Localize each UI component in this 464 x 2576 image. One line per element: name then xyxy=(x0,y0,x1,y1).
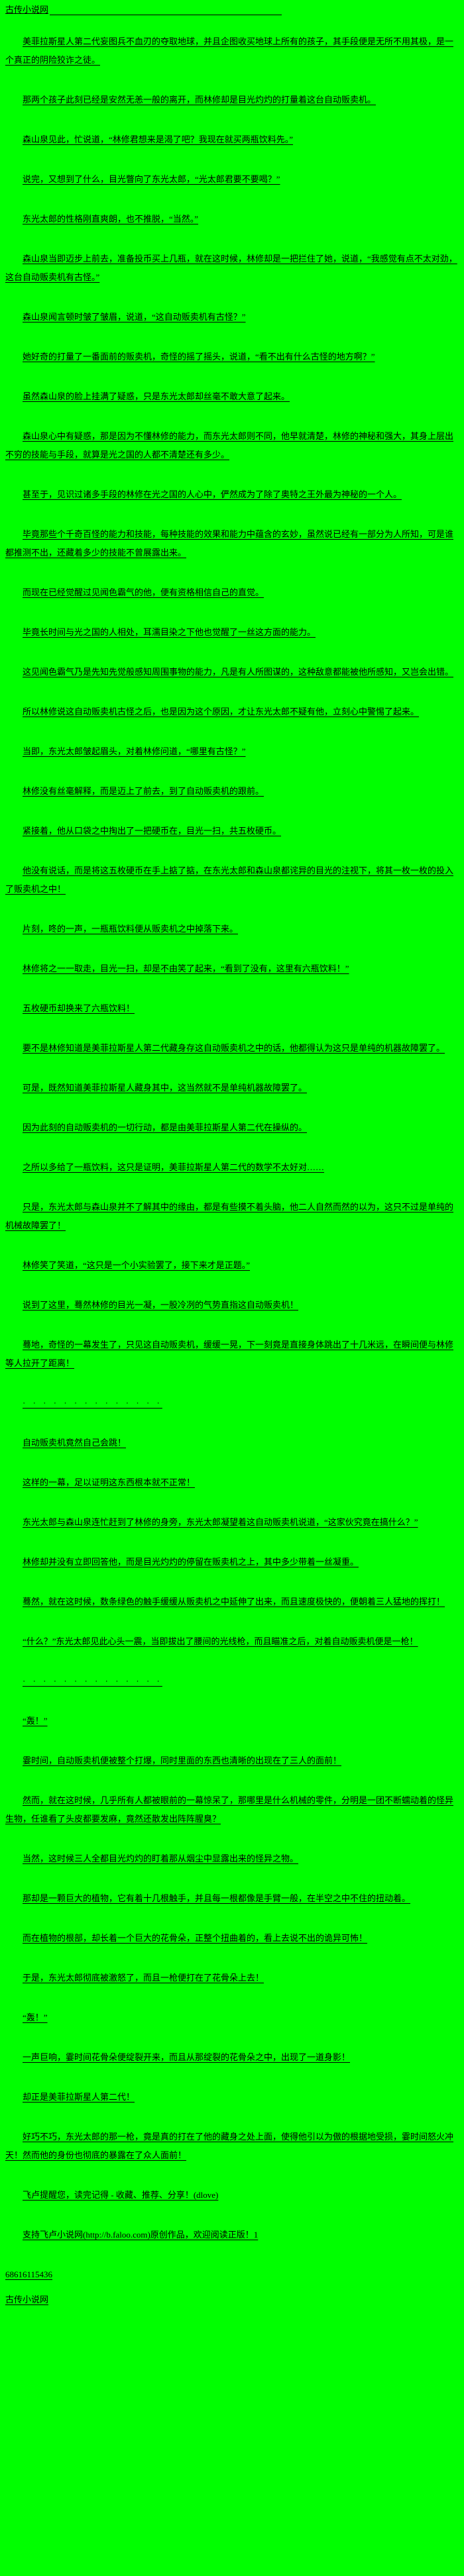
paragraph: 说到了这里，蓦然林修的目光一凝，一股冷冽的气势直指这自动贩卖机！ xyxy=(23,1300,299,1310)
site-name-top[interactable]: 古传小说网 xyxy=(5,5,49,15)
header-underline xyxy=(50,5,282,15)
paragraph: 当然，这时候三人全都目光灼灼的盯着那从烟尘中显露出来的怪异之物。 xyxy=(23,1854,299,1863)
paragraph: 只是，东光太郎与森山泉并不了解其中的缘由，都是有些摸不着头脑，他二人自然而然的以… xyxy=(5,1202,454,1230)
page-footer: 飞卢提醒您，读完记得 - 收藏、推荐、分享！(dlove) 支持飞卢小说网(ht… xyxy=(5,2186,459,2309)
paragraph: “轰！” xyxy=(23,1716,48,1726)
paragraph: 于是，东光太郎彻底被激怒了，而且一枪便打在了花骨朵上去！ xyxy=(23,1973,264,1983)
paragraph: 美菲拉斯星人第二代妄图兵不血刃的夺取地球，并且企图收买地球上所有的孩子，其手段便… xyxy=(5,36,454,65)
site-name-bottom[interactable]: 古传小说网 xyxy=(5,2295,49,2304)
paragraph: 五枚硬币却换来了六瓶饮料！ xyxy=(23,1003,135,1013)
paragraph: 所以林修说这自动贩卖机古怪之后，也是因为这个原因，才让东光太郎不疑有他，立刻心中… xyxy=(23,707,420,717)
paragraph: 毕竟长时间与光之国的人相处，耳濡目染之下他也觉醒了一丝这方面的能力。 xyxy=(23,627,316,637)
paragraph: 说完，又想到了什么，目光瞥向了东光太郎，“光太郎君要不要喝？” xyxy=(23,174,280,184)
paragraph: 却正是美菲拉斯星人第二代！ xyxy=(23,2092,135,2102)
faloo-reminder: 飞卢提醒您，读完记得 - 收藏、推荐、分享！(dlove) xyxy=(23,2190,219,2200)
paragraph: 东光太郎的性格刚直爽朗，也不推脱，“当然。” xyxy=(23,214,199,224)
paragraph: 那两个孩子此刻已经是安然无恙一般的离开，而林修却是目光灼灼的打量着这台自动贩卖机… xyxy=(23,95,377,105)
paragraph: 当即，东光太郎皱起眉头，对着林修问道，“哪里有古怪？” xyxy=(23,746,246,756)
paragraph: 而现在已经觉醒过见闻色霸气的他，便有资格相信自己的直觉。 xyxy=(23,587,264,597)
paragraph: 林修却并没有立即回答他，而是目光灼灼的停留在贩卖机之上，其中多少带着一丝凝重。 xyxy=(23,1557,359,1567)
paragraph: 林修将之一一取走，目光一扫，却是不由笑了起来，“看到了没有，这里有六瓶饮料！” xyxy=(23,964,349,973)
paragraph: 而在植物的根部，却长着一个巨大的花骨朵，正整个扭曲着的，看上去说不出的诡异可怖！ xyxy=(23,1933,368,1943)
paragraph: 要不是林修知道是美菲拉斯星人第二代藏身存这自动贩卖机之中的话，他都得认为这只是单… xyxy=(23,1043,445,1053)
paragraph: 那却是一颗巨大的植物，它有着十几根触手，并且每一根都像是手臂一般，在半空之中不住… xyxy=(23,1893,411,1903)
book-id: 68616115436 xyxy=(5,2269,53,2279)
paragraph: 林修没有丝毫解释，而是迈上了前去，到了自动贩卖机的跟前。 xyxy=(23,786,264,796)
page-header: 古传小说网 xyxy=(5,3,459,15)
paragraph: 这样的一幕，足以证明这东西根本就不正常！ xyxy=(23,1477,196,1487)
paragraph: 然而，就在这时候，几乎所有人都被眼前的一幕惊呆了，那哪里是什么机械的零件，分明是… xyxy=(5,1795,454,1824)
paragraph: 森山泉当即迈步上前去，准备投币买上几瓶，就在这时候，林修却是一把拦住了她，说道，… xyxy=(5,254,457,282)
paragraph: 东光太郎与森山泉连忙赶到了林修的身旁，东光太郎凝望着这自动贩卖机说道，“这家伙究… xyxy=(23,1517,418,1527)
faloo-support-line: 支持飞卢小说网(http://b.faloo.com)原创作品，欢迎阅读正版！1 xyxy=(23,2230,259,2240)
paragraph: 霎时间，自动贩卖机便被整个打爆，同时里面的东西也清晰的出现在了三人的面前！ xyxy=(23,1756,342,1765)
paragraph: 这见闻色霸气乃是先知先觉般感知周围事物的能力，凡是有人所图谋的，这种敌意都能被他… xyxy=(23,667,454,677)
paragraph: 蓦地，奇怪的一幕发生了，只见这自动贩卖机，缓缓一晃，下一刻竟是直接身体跳出了十几… xyxy=(5,1340,454,1368)
paragraph: 自动贩卖机竟然自己会跳！ xyxy=(23,1438,127,1448)
paragraph: 可是，既然知道美菲拉斯星人藏身其中，这当然就不是单纯机器故障罢了。 xyxy=(23,1083,308,1093)
paragraph: 好巧不巧，东光太郎的那一枪，竟是真的打在了他的藏身之处上面，使得他引以为傲的根据… xyxy=(5,2132,454,2160)
paragraph: 森山泉闻言顿时皱了皱眉，说道，“这自动贩卖机有古怪？” xyxy=(23,312,246,322)
paragraph: 因为此刻的自动贩卖机的一切行动，都是由美菲拉斯星人第二代在操纵的。 xyxy=(23,1122,308,1132)
paragraph: 虽然森山泉的脸上挂满了疑惑，只是东光太郎却丝毫不敢大意了起来。 xyxy=(23,391,290,401)
page-container: 古传小说网 美菲拉斯星人第二代妄图兵不血刃的夺取地球，并且企图收买地球上所有的孩… xyxy=(5,3,459,2309)
paragraph: 蓦然，就在这时候，数条绿色的触手缓缓从贩卖机之中延伸了出来，而且速度极快的，便朝… xyxy=(23,1597,445,1607)
paragraph: 紧接着，他从口袋之中掏出了一把硬币在，目光一扫，共五枚硬币。 xyxy=(23,826,282,836)
novel-content: 美菲拉斯星人第二代妄图兵不血刃的夺取地球，并且企图收买地球上所有的孩子，其手段便… xyxy=(5,32,459,2165)
paragraph: 他没有说话，而是将这五枚硬币在手上掂了掂，在东光太郎和森山泉都诧异的目光的注视下… xyxy=(5,866,454,894)
paragraph: 她好奇的打量了一番面前的贩卖机，奇怪的摇了摇头，说道，“看不出有什么古怪的地方啊… xyxy=(23,352,375,362)
paragraph: 森山泉心中有疑惑，那是因为不懂林修的能力，而东光太郎则不同，他早就清楚，林修的神… xyxy=(5,431,454,460)
paragraph: 片刻，咚的一声，一瓶瓶饮料便从贩卖机之中掉落下来。 xyxy=(23,924,239,934)
paragraph: 毕竟那些个千奇百怪的能力和技能，每种技能的效果和能力中蕴含的玄妙，虽然说已经有一… xyxy=(5,529,454,558)
scene-break: · · · · · · · · · · · · · · xyxy=(23,1676,162,1686)
paragraph: “什么？”东光太郎见此心头一震，当即拔出了腰间的光线枪，而且瞄准之后，对着自动贩… xyxy=(23,1636,418,1646)
paragraph: “轰！” xyxy=(23,2012,48,2022)
paragraph: 之所以多给了一瓶饮料，这只是证明，美菲拉斯星人第二代的数学不太好对…… xyxy=(23,1162,325,1172)
paragraph: 林修笑了笑道，“这只是一个小实验罢了，接下来才是正题。” xyxy=(23,1260,251,1270)
paragraph: 森山泉见此，忙说道，“林修君想来是渴了吧？我现在就买两瓶饮料先。” xyxy=(23,134,294,144)
paragraph: 甚至于，见识过诸多手段的林修在光之国的人心中，俨然成为了除了奥特之王外最为神秘的… xyxy=(23,489,402,499)
scene-break: · · · · · · · · · · · · · · xyxy=(23,1398,162,1408)
paragraph: 一声巨响，霎时间花骨朵便绽裂开来，而且从那绽裂的花骨朵之中，出现了一道身影！ xyxy=(23,2052,351,2062)
